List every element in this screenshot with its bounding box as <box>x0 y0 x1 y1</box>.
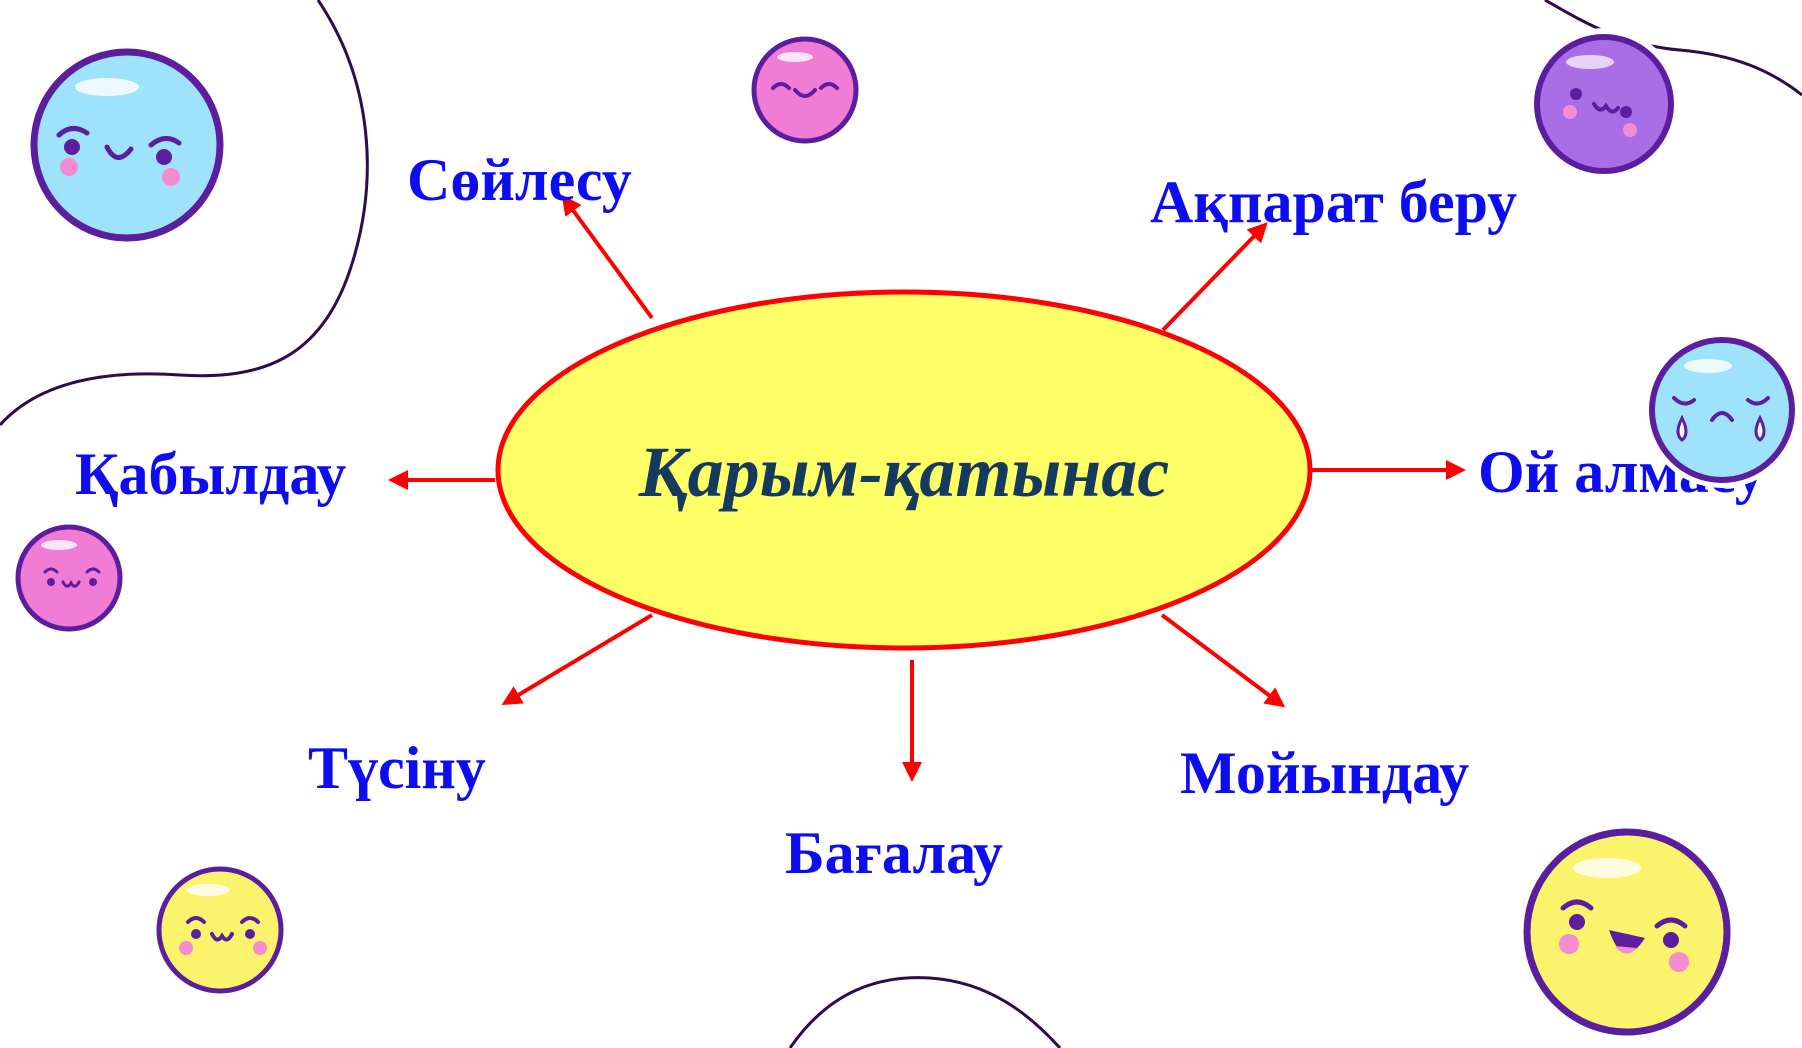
decorative-curve-bottom <box>788 976 1062 1048</box>
decorative-curve-top-left <box>0 0 369 426</box>
yellow-smile-emoji-icon-small <box>151 861 289 999</box>
arrow-to-tusinu <box>501 613 654 706</box>
purple-smile-emoji-icon <box>1528 28 1680 180</box>
decorative-curve-top-right <box>1544 0 1802 97</box>
arrow-to-moiyndau <box>1160 613 1286 708</box>
central-label: Қарым-қатынас <box>638 432 1169 512</box>
central-ellipse <box>495 289 1313 651</box>
branch-label-tusinu: Түсіну <box>308 735 486 801</box>
arrow-to-akparat-beru <box>1161 222 1268 332</box>
pink-smile-emoji-icon-top <box>748 33 862 147</box>
branch-label-moiyndau: Мойындау <box>1180 740 1469 806</box>
branch-label-bagalau: Бағалау <box>785 820 1003 886</box>
branch-label-akparat-beru: Ақпарат беру <box>1150 169 1517 235</box>
blue-smile-emoji-icon <box>24 42 230 248</box>
pink-smile-emoji-icon-left <box>12 521 126 635</box>
blue-crying-emoji-icon <box>1644 332 1800 488</box>
yellow-laughing-emoji-icon <box>1517 822 1737 1042</box>
branch-label-soilesu: Сөйлесу <box>407 147 632 213</box>
arrow-to-soilesu <box>561 194 654 320</box>
branch-label-kabyldau: Қабылдау <box>75 441 346 507</box>
